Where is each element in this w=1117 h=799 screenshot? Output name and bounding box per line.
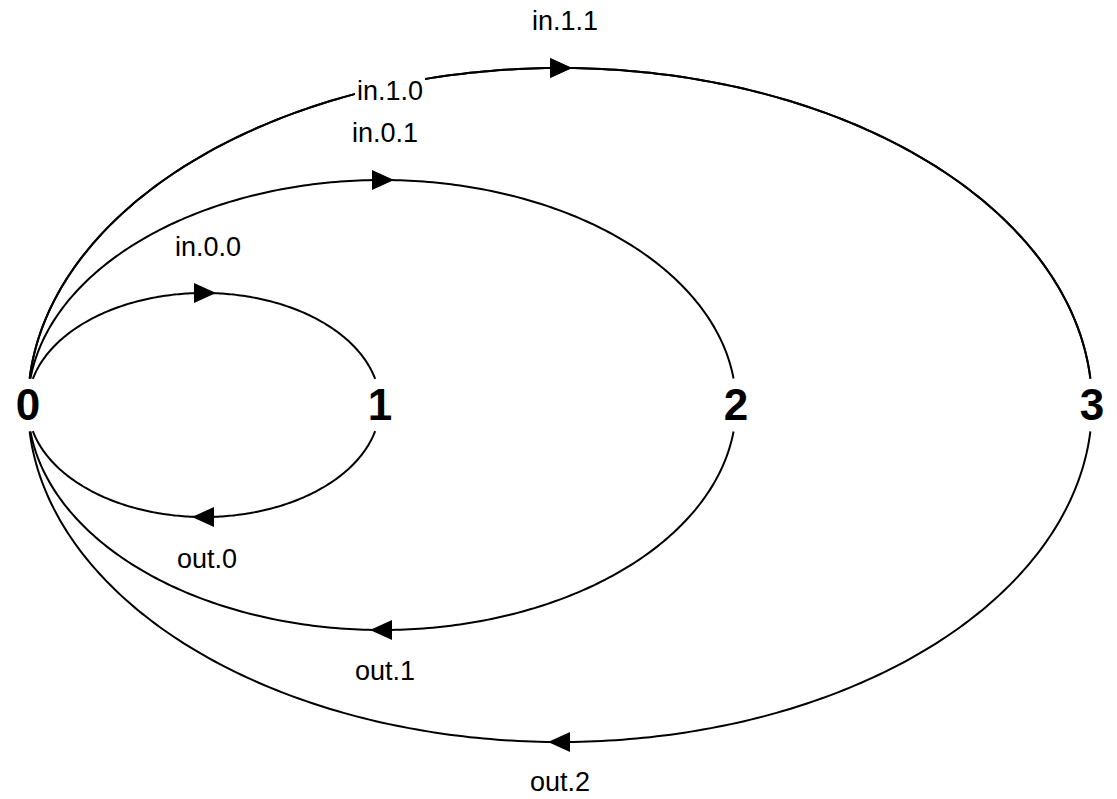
state-node: 3 — [1077, 381, 1107, 429]
arrow-head — [372, 170, 394, 190]
state-node: 1 — [365, 381, 395, 429]
transition-label: out.2 — [528, 768, 592, 798]
transition-arc — [30, 431, 1091, 742]
arrow-head — [370, 620, 392, 640]
transition-arc — [30, 68, 1091, 379]
state-number: 1 — [368, 383, 392, 427]
transition-arc — [30, 68, 1091, 379]
arrow-head — [550, 58, 572, 78]
transition-label: out.1 — [353, 657, 417, 687]
transition-label: in.1.0 — [355, 77, 425, 107]
transition-label: in.0.0 — [173, 233, 243, 263]
arrow-head — [192, 507, 214, 527]
state-number: 3 — [1080, 383, 1104, 427]
transition-label: in.0.1 — [350, 119, 420, 149]
state-node: 2 — [721, 381, 751, 429]
arrow-head — [550, 58, 572, 78]
state-node: 0 — [13, 381, 43, 429]
transition-arc — [30, 180, 733, 379]
transition-label: in.1.1 — [530, 7, 600, 37]
arrow-head — [194, 283, 216, 303]
state-number: 0 — [16, 383, 40, 427]
state-number: 2 — [724, 383, 748, 427]
transition-arc — [33, 431, 375, 517]
transition-arc — [30, 431, 733, 630]
arrow-head — [548, 732, 570, 752]
transition-label: out.0 — [175, 545, 239, 575]
transition-arc — [33, 293, 375, 379]
